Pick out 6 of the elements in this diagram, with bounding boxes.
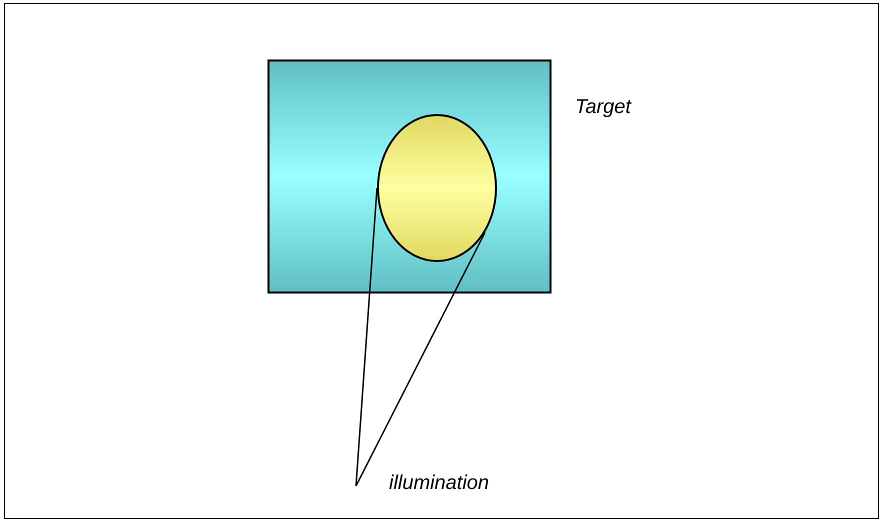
illumination-spot-ellipse (377, 114, 497, 262)
illumination-label: illumination (389, 472, 490, 495)
target-rectangle (268, 60, 551, 293)
beam-line (355, 232, 486, 486)
target-label: Target (575, 96, 631, 119)
beam-line (355, 188, 378, 486)
